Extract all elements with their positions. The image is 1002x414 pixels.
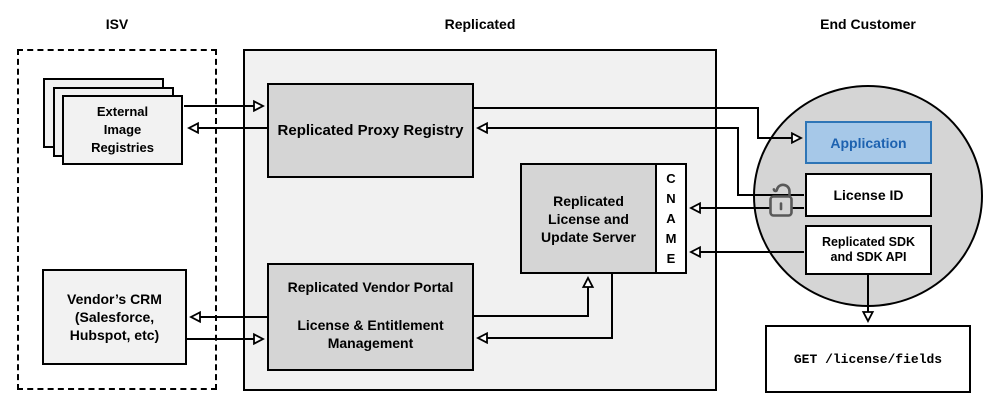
cname-letter: A [666, 210, 676, 226]
cname-letter: M [665, 230, 677, 246]
license-id-node: License ID [805, 173, 932, 217]
application-node: Application [805, 121, 932, 164]
crm-label-line: (Salesforce, [74, 309, 155, 325]
vendor-portal-title: Replicated Vendor Portal [287, 279, 454, 295]
update-server-label-line: License and [548, 210, 629, 227]
isv-section-label: ISV [105, 16, 129, 32]
update-server-label-line: Update Server [541, 228, 636, 245]
sdk-node: Replicated SDK and SDK API [805, 225, 932, 275]
license-id-label: License ID [833, 187, 904, 203]
crm-label-line: Vendor’s CRM [67, 291, 162, 307]
registry-stack-front: External Image Registries [62, 95, 183, 165]
get-license-fields-label: GET /license/fields [793, 351, 943, 367]
get-license-fields-node: GET /license/fields [765, 325, 971, 393]
cname-letter: E [666, 250, 676, 266]
cname-node: C N A M E [655, 163, 687, 274]
update-server-label-line: Replicated [553, 192, 624, 209]
vendor-portal-node: Replicated Vendor Portal License & Entit… [267, 263, 474, 371]
cname-letter: C [666, 170, 676, 186]
registries-label-line: External [96, 104, 149, 119]
isv-region-box [17, 49, 217, 390]
vendor-crm-node: Vendor’s CRM (Salesforce, Hubspot, etc) [42, 269, 187, 365]
registries-label-line: Registries [91, 140, 154, 155]
application-label: Application [830, 134, 907, 151]
registries-label-line: Image [103, 122, 142, 137]
cname-letter: N [666, 190, 676, 206]
sdk-label-line: Replicated SDK [821, 235, 916, 249]
end-customer-section-label: End Customer [820, 16, 916, 32]
vendor-portal-subtitle-line: License & Entitlement [297, 317, 444, 333]
replicated-section-label: Replicated [444, 16, 516, 32]
sdk-label-line: and SDK API [830, 250, 907, 264]
proxy-registry-node: Replicated Proxy Registry [267, 83, 474, 178]
crm-label-line: Hubspot, etc) [69, 327, 160, 343]
external-image-registries-node: External Image Registries [43, 78, 185, 167]
vendor-portal-subtitle-line: Management [327, 335, 414, 351]
proxy-registry-label: Replicated Proxy Registry [277, 121, 464, 139]
update-server-node: Replicated License and Update Server [520, 163, 657, 274]
